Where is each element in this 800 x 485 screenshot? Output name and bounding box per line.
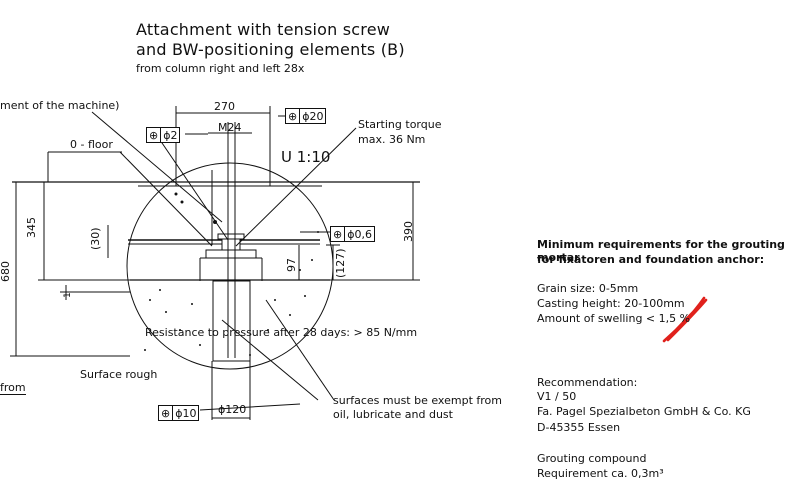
dimension-1: 1 [63,292,73,298]
resistance-note: Resistance to pressure after 28 days: > … [145,326,418,339]
surfaces-note-line-2: oil, lubricate and dust [333,408,453,421]
dimension-345: 345 [25,217,38,238]
title-line-1: Attachment with tension screw [136,20,391,39]
tolerance-frame-phi06: ⊕ ϕ0,6 [330,226,375,242]
title-line-2: and BW-positioning elements (B) [136,40,405,59]
grouting-requirement: Requirement ca. 0,3m³ [537,467,664,480]
dimension-120: ϕ120 [218,403,247,416]
tolerance-frame-phi2: ⊕ ϕ2 [146,127,181,143]
company-name: Fa. Pagel Spezialbeton GmbH & Co. KG [537,405,751,418]
recommendation-label: Recommendation: [537,376,638,389]
grain-size: Grain size: 0-5mm [537,282,639,295]
swelling-amount: Amount of swelling < 1,5 % [537,312,691,325]
position-symbol-icon: ⊕ [331,227,346,241]
tolerance-value: ϕ0,6 [347,227,372,241]
surfaces-note-line-1: surfaces must be exempt from [333,394,502,407]
dimension-680: 680 [0,261,12,282]
starting-torque-line-1: Starting torque [358,118,442,131]
requirements-heading-line-1: Minimum requirements for the grouting mo… [537,238,785,264]
dimension-97: 97 [285,258,298,272]
grouting-compound: Grouting compound [537,452,647,465]
from-label: from [0,381,26,395]
surface-rough-label: Surface rough [80,368,158,381]
dimension-30: (30) [89,227,102,250]
red-annotation-mark [662,296,708,343]
dimension-390: 390 [402,221,415,242]
position-symbol-icon: ⊕ [159,406,174,420]
position-symbol-icon: ⊕ [286,109,301,123]
dimension-127: (127) [334,248,347,278]
dimension-m24: M24 [218,121,242,134]
tolerance-value: ϕ10 [175,406,197,420]
tolerance-frame-phi20: ⊕ ϕ20 [285,108,327,124]
requirements-heading-line-2: for fixatoren and foundation anchor: [537,253,765,266]
product-name: V1 / 50 [537,390,577,403]
company-city: D-45355 Essen [537,421,621,434]
casting-height: Casting height: 20-100mm [537,297,685,310]
tolerance-frame-phi10: ⊕ ϕ10 [158,405,200,421]
title-subtitle: from column right and left 28x [136,62,305,75]
position-symbol-icon: ⊕ [147,128,162,142]
machine-label: ment of the machine) [0,99,120,112]
starting-torque-line-2: max. 36 Nm [358,133,426,146]
dimension-270: 270 [214,100,235,113]
floor-label: 0 - floor [70,138,113,151]
tolerance-value: ϕ2 [163,128,178,142]
scale-label: U 1:10 [281,148,331,166]
tolerance-value: ϕ20 [302,109,324,123]
